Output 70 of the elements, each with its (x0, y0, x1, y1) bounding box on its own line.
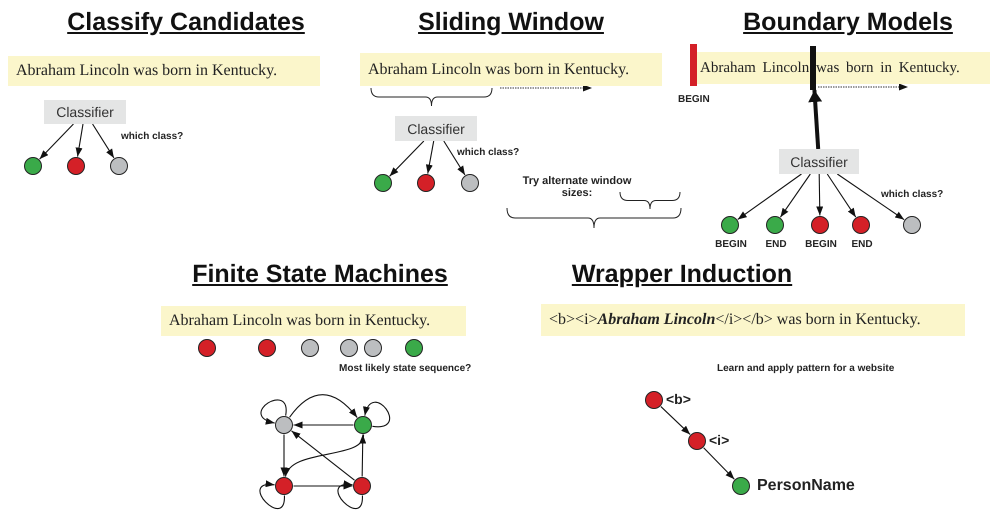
panel-heading: Sliding Window (418, 8, 604, 37)
state-circle (353, 477, 371, 495)
arrow (389, 140, 424, 177)
note-text: Learn and apply pattern for a website (717, 363, 894, 374)
state-label: PersonName (757, 477, 855, 495)
state-circle (461, 174, 479, 192)
classifier-box: Classifier (779, 149, 859, 174)
note-text: which class? (881, 189, 944, 200)
arrow (837, 174, 904, 220)
state-circle (903, 216, 921, 234)
arrow (808, 90, 822, 150)
state-circle (24, 157, 42, 175)
note-text: which class? (121, 131, 184, 142)
state-circle (374, 174, 392, 192)
arrow (260, 481, 285, 510)
arrow (426, 140, 434, 174)
sentence-box: <b><i>Abraham Lincoln</i></b> was born in Kentucky. (541, 304, 965, 336)
state-circle (405, 339, 423, 357)
note-text: which class? (457, 147, 520, 158)
arrow (260, 399, 287, 424)
state-label: <i> (709, 432, 730, 448)
arrow (291, 430, 355, 481)
note-text: Try alternate window sizes: (522, 175, 632, 199)
state-circle (198, 339, 216, 357)
arrow (92, 124, 114, 158)
boundary-label: BEGIN (678, 94, 710, 105)
classifier-box: Classifier (44, 100, 126, 124)
state-circle (275, 416, 293, 434)
sentence-box: Abraham Lincoln was born in Kentucky. (161, 306, 466, 336)
arrow (443, 140, 466, 176)
arrow (338, 481, 363, 510)
arrow (737, 174, 802, 220)
panel-heading: Wrapper Induction (572, 260, 792, 289)
arrow (280, 434, 288, 476)
state-label: BEGIN (715, 239, 747, 250)
state-circle (301, 339, 319, 357)
arrow (780, 174, 811, 218)
state-circle (340, 339, 358, 357)
panel-heading: Finite State Machines (192, 260, 448, 289)
arrow (39, 124, 74, 160)
panel-heading: Classify Candidates (67, 8, 305, 37)
arrow (294, 422, 354, 428)
sentence-box: Abraham Lincoln was born in Kentucky. (697, 52, 990, 84)
arrow (826, 174, 856, 218)
sentence-box: Abraham Lincoln was born in Kentucky. (360, 53, 662, 86)
state-circle (110, 157, 128, 175)
boundary-bar (810, 46, 816, 90)
state-label: END (851, 239, 873, 250)
arrow (359, 434, 366, 476)
note-text: Most likely state sequence? (339, 363, 472, 374)
state-circle (67, 157, 85, 175)
arrow (364, 402, 390, 428)
arrow (816, 174, 824, 216)
state-label: END (765, 239, 787, 250)
arrow (660, 406, 690, 435)
arrow (703, 447, 735, 480)
state-label: <b> (666, 391, 691, 407)
sentence-box: Abraham Lincoln was born in Kentucky. (8, 56, 320, 86)
state-circle (417, 174, 435, 192)
arrow (289, 394, 358, 418)
panel-heading: Boundary Models (743, 8, 953, 37)
classifier-box: Classifier (395, 116, 477, 141)
state-circle (354, 416, 372, 434)
state-circle (258, 339, 276, 357)
state-circle (364, 339, 382, 357)
arrow (284, 434, 364, 477)
arrow (294, 482, 352, 490)
arrow (76, 124, 84, 157)
state-label: BEGIN (805, 239, 837, 250)
state-circle (275, 477, 293, 495)
